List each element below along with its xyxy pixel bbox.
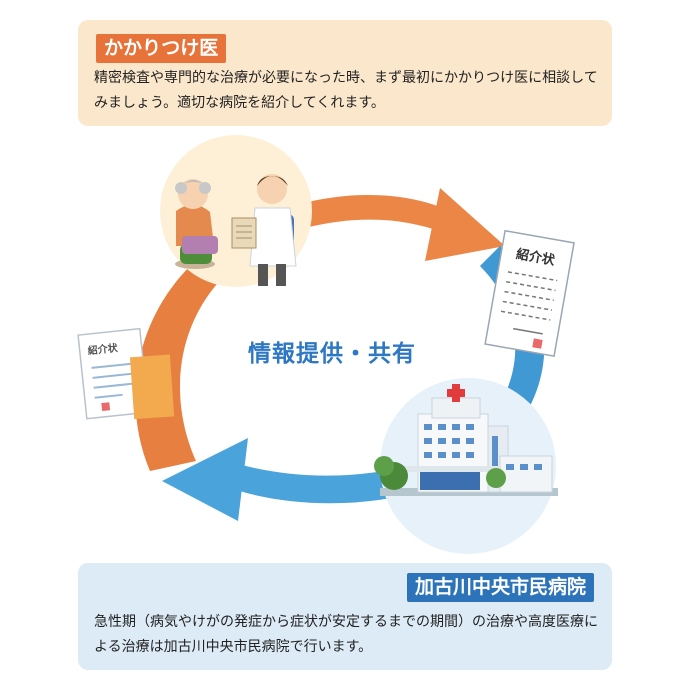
letter-label-left: 紹介状 [87, 341, 119, 357]
doctor-patient-illustration [160, 135, 312, 287]
hospital-title-badge: 加古川中央市民病院 [406, 573, 594, 602]
letter-label-right: 紹介状 [515, 246, 557, 269]
clinic-title-badge: かかりつけ医 [96, 34, 227, 63]
info-sharing-label: 情報提供・共有 [248, 341, 416, 367]
clinic-info-panel: かかりつけ医 精密検査や専門的な治療が必要になった時、まず最初にかかりつけ医に相… [78, 20, 612, 126]
hospital-description: 急性期（病気やけがの発症から症状が安定するまでの期間）の治療や高度医療による治療… [94, 614, 598, 655]
referral-letter-icon: 紹介状 [77, 327, 175, 420]
hospital-building-illustration [374, 378, 558, 554]
hospital-info-panel: 加古川中央市民病院 急性期（病気やけがの発症から症状が安定するまでの期間）の治療… [78, 563, 612, 670]
clinic-description: 精密検査や専門的な治療が必要になった時、まず最初にかかりつけ医に相談してみましょ… [94, 70, 598, 111]
referral-letter-icon: 紹介状 [484, 229, 575, 358]
cycle-diagram: 紹介状 紹介状 [77, 135, 575, 554]
